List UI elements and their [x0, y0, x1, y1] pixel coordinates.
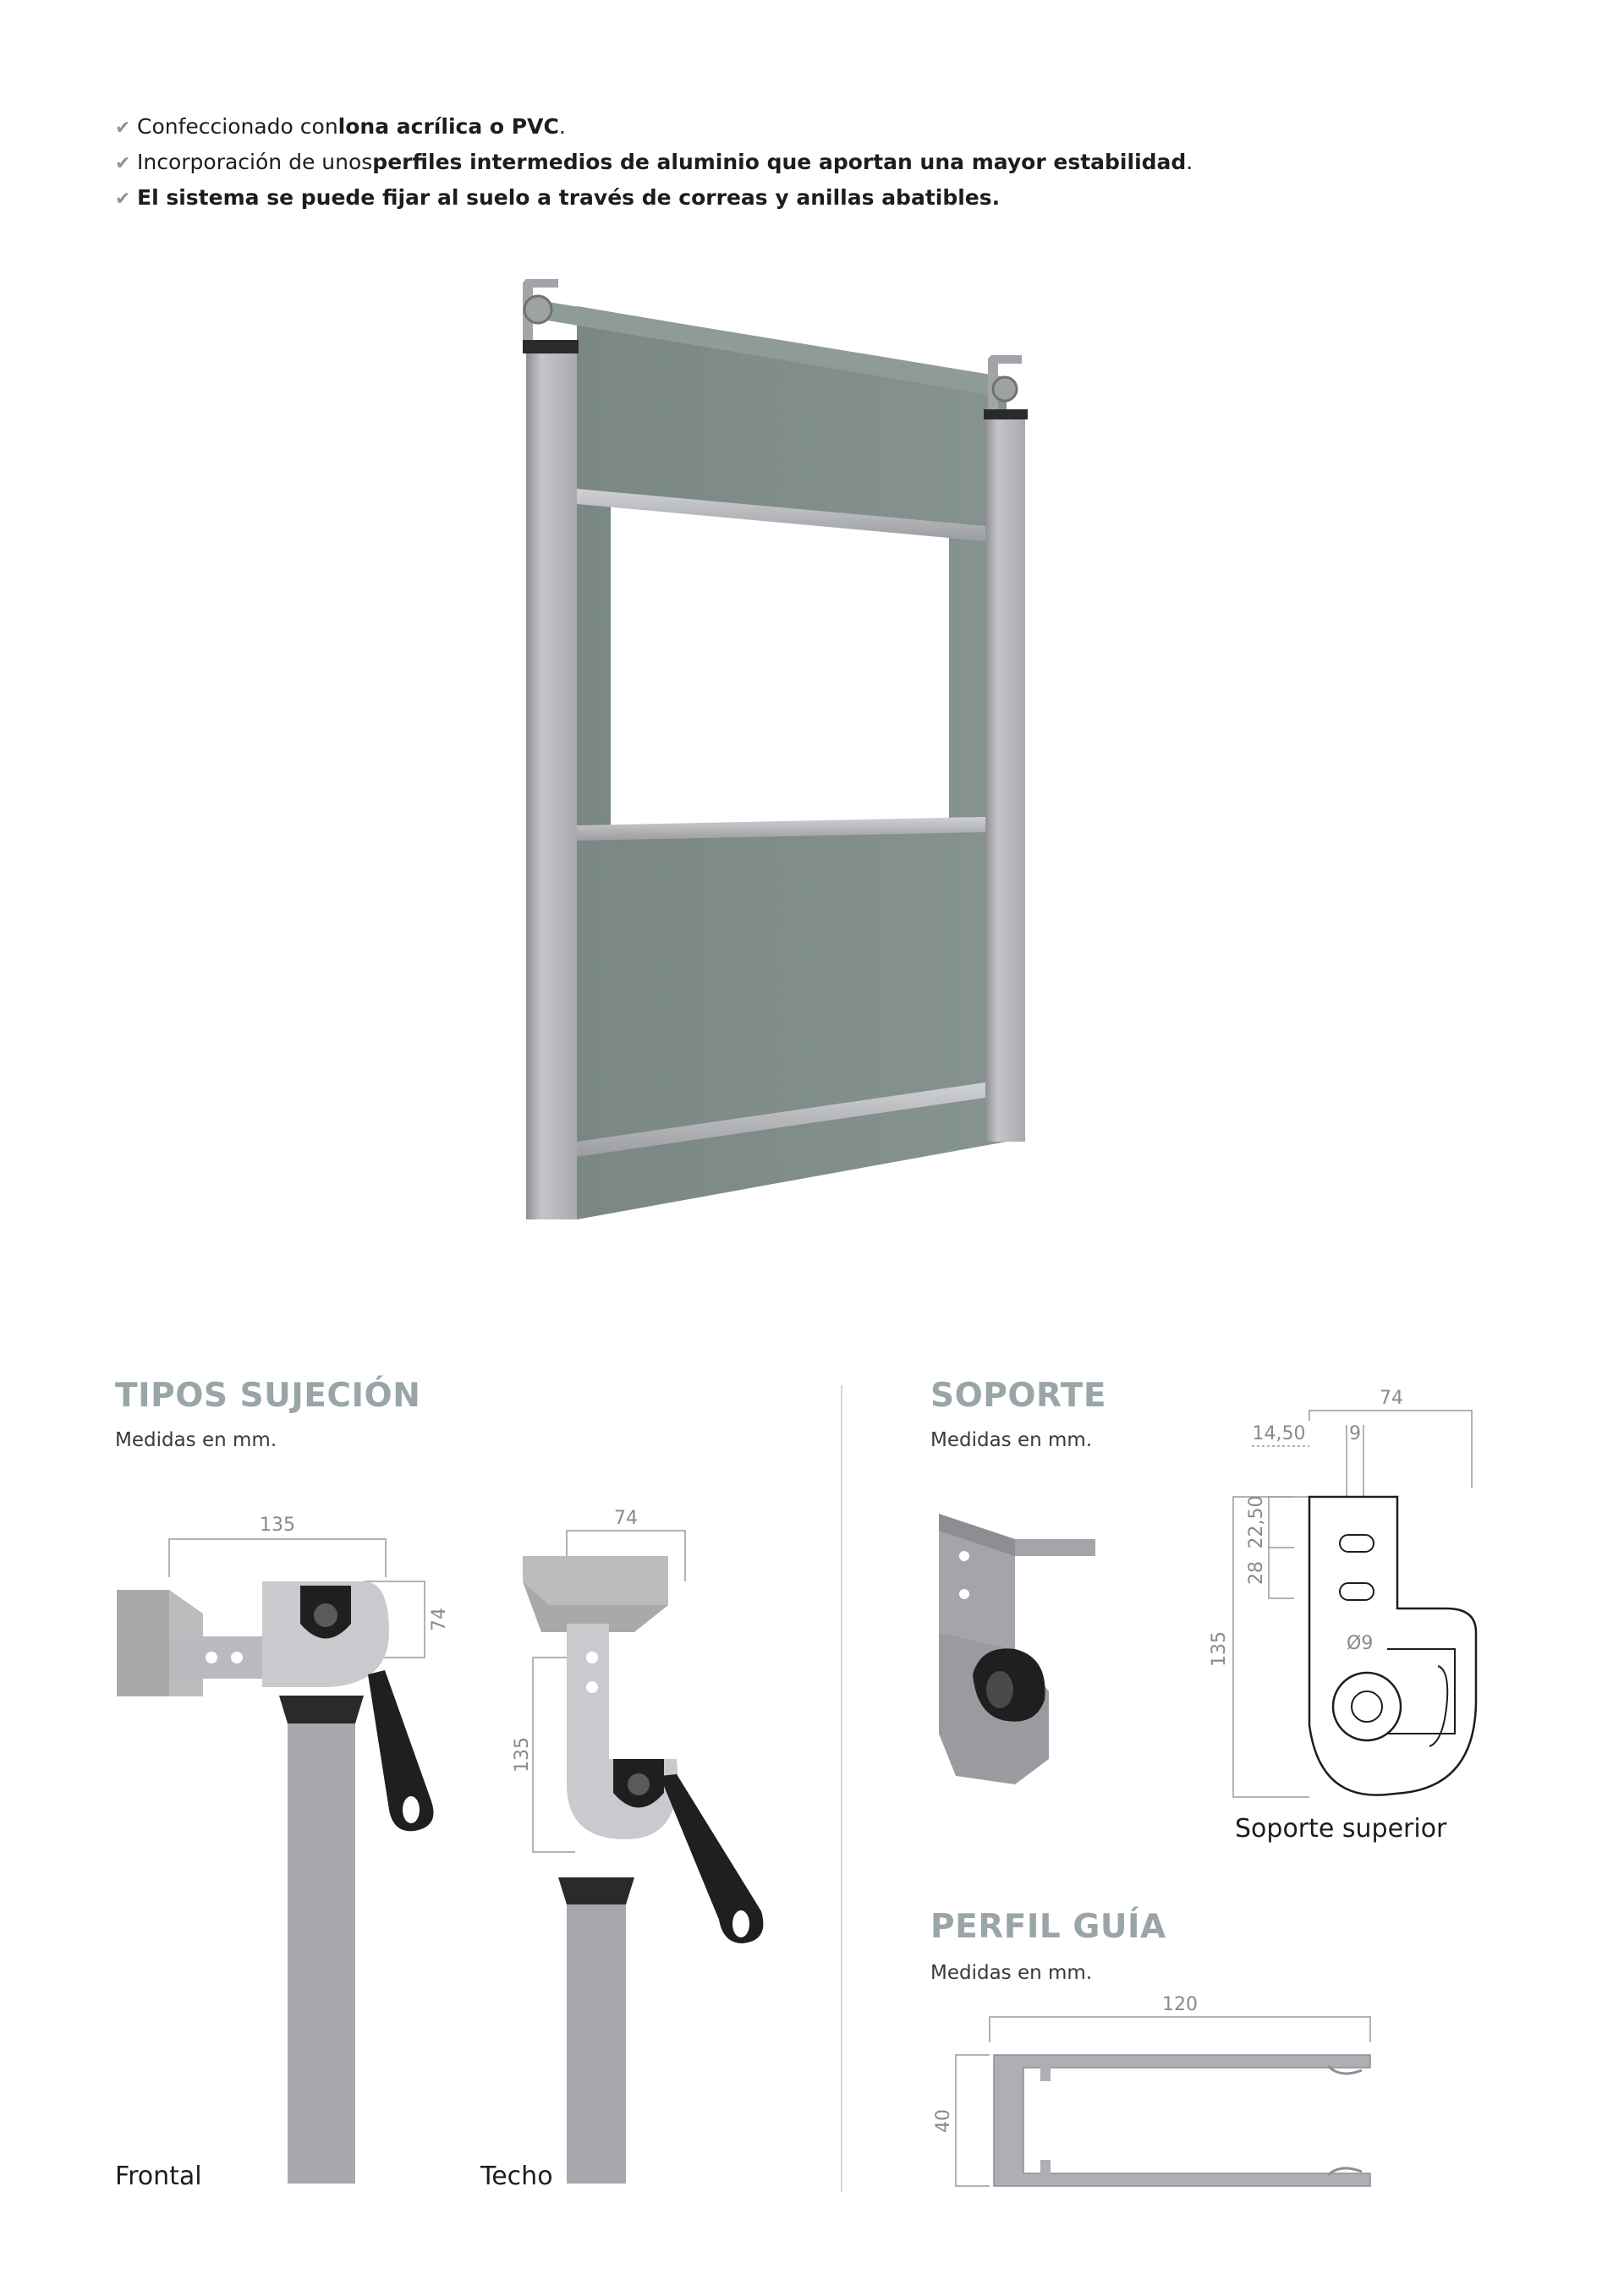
feature-item: ✔ Incorporación de unos perfiles interme… — [115, 145, 1384, 181]
post-cap — [984, 409, 1028, 419]
check-icon: ✔ — [115, 118, 131, 139]
guide-post-right — [985, 416, 1025, 1142]
dim-soporte-hole: Ø9 — [1347, 1633, 1373, 1654]
dim-frontal-width: 135 — [260, 1515, 295, 1536]
perfil-guia-drawing: 120 40 — [933, 1994, 1371, 2187]
soporte-caption: Soporte superior — [1235, 1814, 1447, 1844]
feature-text-pre: Confeccionado con — [137, 114, 338, 139]
dim-soporte-height: 135 — [1209, 1631, 1230, 1667]
feature-text-post: . — [558, 114, 566, 139]
soporte-subtitle: Medidas en mm. — [930, 1429, 1093, 1451]
soporte-superior-drawing: 74 14,50 9 22,50 28 135 Ø9 — [1209, 1388, 1478, 1798]
techo-caption: Techo — [480, 2162, 553, 2191]
screen-window — [611, 499, 949, 825]
perfil-guia-title: PERFIL GUÍA — [930, 1908, 1166, 1946]
guide-post — [288, 1721, 355, 2184]
dim-soporte-slot: 9 — [1349, 1423, 1361, 1444]
strap — [368, 1670, 434, 1832]
soporte-outline — [1308, 1495, 1478, 1796]
section-divider — [841, 1385, 842, 2192]
perfil-guia-subtitle: Medidas en mm. — [930, 1962, 1093, 1984]
dim-perfil-height: 40 — [933, 2109, 954, 2133]
intermediate-bar — [577, 1082, 985, 1157]
post-cap — [523, 340, 579, 353]
dim-perfil-width: 120 — [1162, 1994, 1198, 2015]
intermediate-bar — [577, 489, 985, 541]
frontal-mount-illustration: 135 74 — [117, 1515, 450, 2184]
screen-product-illustration — [523, 279, 1028, 1219]
bracket-left — [523, 279, 558, 340]
dim-techo-width: 74 — [614, 1508, 638, 1529]
dim-frontal-height: 74 — [429, 1608, 450, 1631]
check-icon: ✔ — [115, 189, 131, 210]
feature-text-post: . — [1186, 150, 1193, 174]
ceiling-block — [523, 1556, 668, 1605]
guide-post-left — [526, 350, 577, 1219]
tipos-sujecion-subtitle: Medidas en mm. — [115, 1429, 277, 1451]
check-icon: ✔ — [115, 153, 131, 174]
feature-text-bold: El sistema se puede fijar al suelo a tra… — [137, 185, 1001, 210]
perfil-profile — [993, 2054, 1371, 2187]
techo-mount-illustration: 74 135 — [512, 1508, 764, 2184]
feature-item: ✔ Confeccionado con lona acrílica o PVC … — [115, 110, 1384, 145]
intermediate-bar — [577, 817, 985, 841]
feature-list: ✔ Confeccionado con lona acrílica o PVC … — [115, 110, 1384, 216]
tipos-sujecion-title: TIPOS SUJECIÓN — [115, 1377, 421, 1415]
frontal-caption: Frontal — [115, 2162, 202, 2191]
soporte-plate — [939, 1514, 1095, 1649]
dim-soporte-d1: 22,50 — [1246, 1496, 1267, 1549]
feature-item: ✔ El sistema se puede fijar al suelo a t… — [115, 181, 1384, 216]
strap — [660, 1774, 764, 1943]
dim-techo-height: 135 — [512, 1737, 533, 1773]
dim-soporte-d2: 28 — [1246, 1561, 1267, 1585]
feature-text-bold: lona acrílica o PVC — [337, 114, 559, 139]
support-bracket — [567, 1624, 678, 1839]
feature-text-pre: Incorporación de unos — [137, 150, 373, 174]
dim-soporte-width: 74 — [1380, 1388, 1403, 1409]
soporte-3d-illustration — [939, 1514, 1095, 1784]
roller-tube — [533, 299, 1007, 397]
dim-soporte-offset: 14,50 — [1253, 1423, 1306, 1444]
soporte-title: SOPORTE — [930, 1377, 1107, 1415]
guide-post — [567, 1903, 626, 2184]
feature-text-bold: perfiles intermedios de aluminio que apo… — [372, 150, 1187, 174]
